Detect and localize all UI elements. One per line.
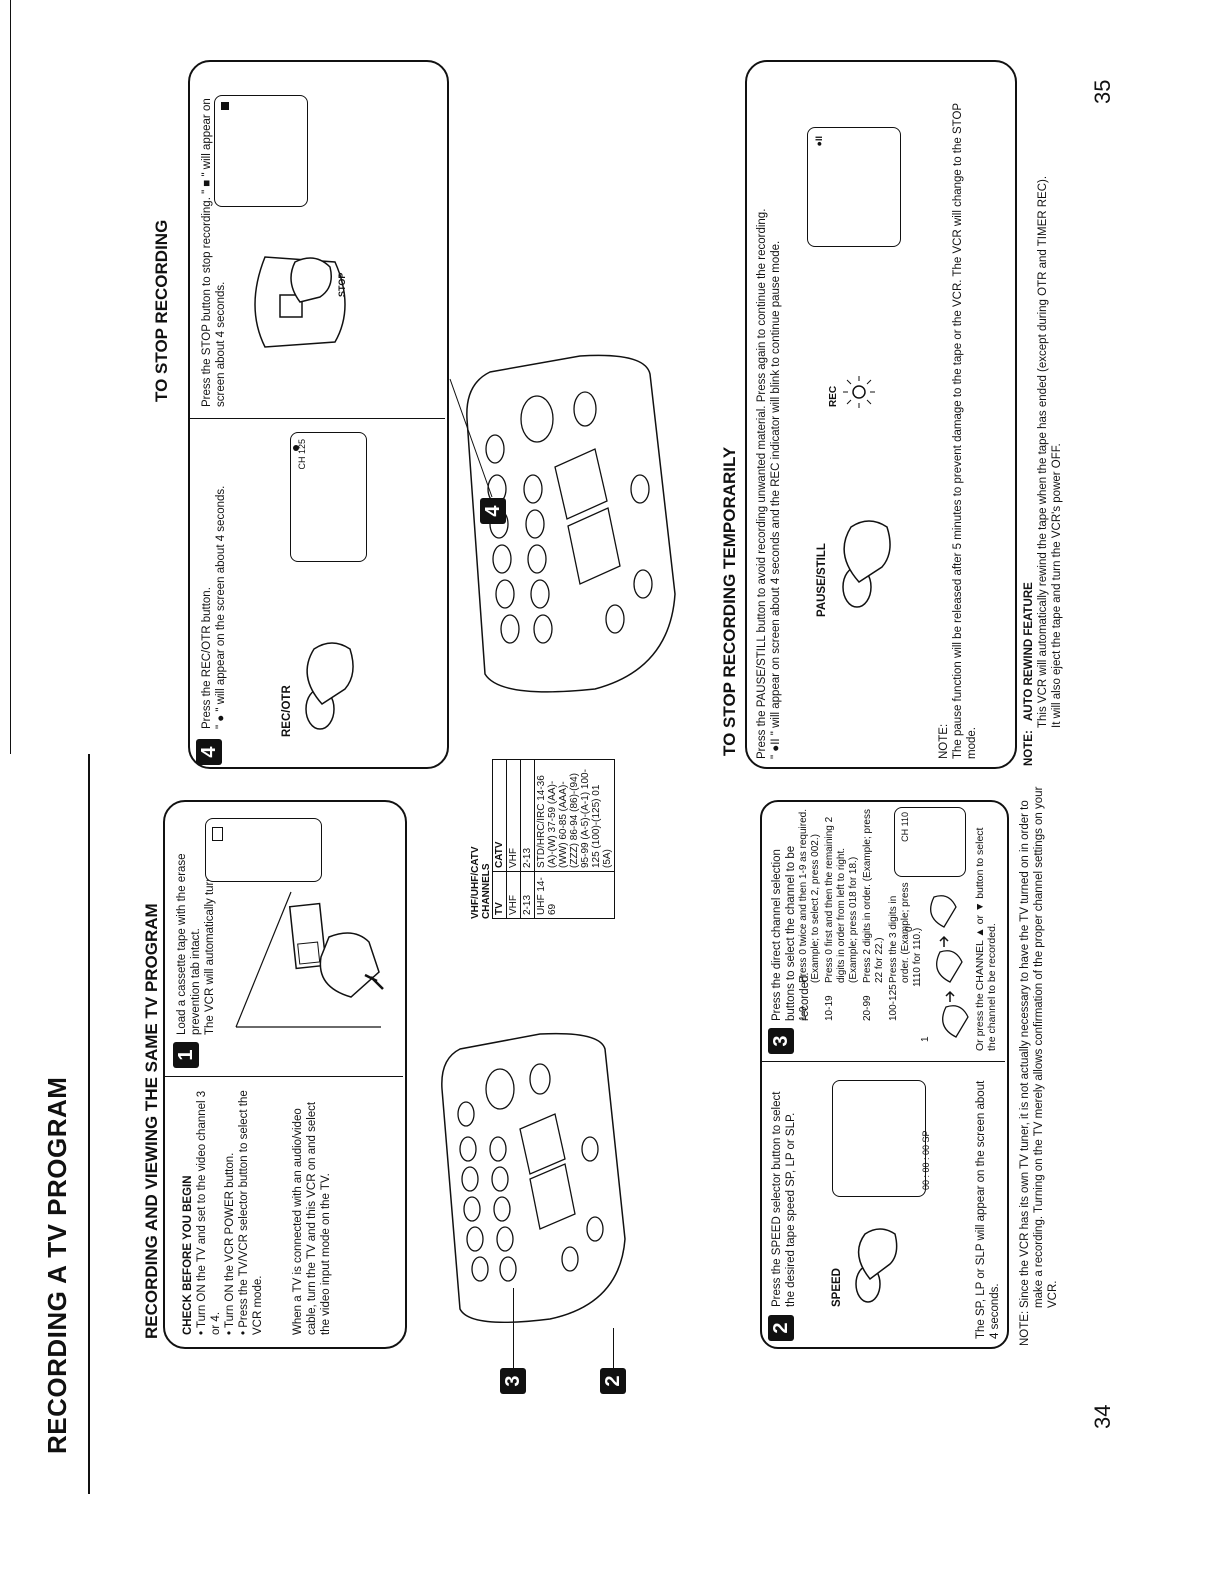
note-label: NOTE: bbox=[938, 723, 950, 759]
cassette-insert-icon bbox=[235, 891, 384, 1028]
note-label: NOTE: bbox=[1023, 730, 1035, 766]
divider bbox=[190, 418, 445, 419]
page-number: 35 bbox=[1090, 79, 1115, 104]
title-rule bbox=[88, 754, 90, 1494]
header-cell: CATV bbox=[492, 759, 507, 872]
cell: VHF bbox=[506, 759, 521, 872]
note-text: Since the VCR has its own TV tuner, it i… bbox=[1019, 786, 1059, 1308]
hand-press-icon bbox=[305, 642, 354, 730]
tv-screen-icon: CH 125 bbox=[290, 432, 367, 562]
check-item: • Turn ON the VCR POWER button. bbox=[224, 1152, 236, 1335]
screen-readout: CH 110 bbox=[900, 812, 910, 842]
digit-label: 1 bbox=[912, 981, 923, 987]
hand-press-icon bbox=[930, 895, 969, 1038]
table-title: VHF/UHF/CATV CHANNELS bbox=[470, 846, 492, 919]
step1-instruction: Load a cassette tape with the erase prev… bbox=[176, 853, 202, 1035]
hand-press-icon bbox=[254, 256, 346, 348]
check-section: CHECK BEFORE YOU BEGIN • Turn ON the TV … bbox=[181, 1085, 333, 1335]
hand-press-icon bbox=[842, 520, 891, 608]
step-number: 2 bbox=[768, 1315, 794, 1341]
callout-line bbox=[449, 378, 493, 498]
table-row: UHF 14-69 STD/HRC/IRC 14-36 (A)-(W) 37-5… bbox=[534, 759, 615, 919]
header-cell: TV bbox=[492, 871, 507, 919]
page-number: 34 bbox=[1090, 1404, 1115, 1429]
step-number: 4 bbox=[196, 739, 222, 765]
digit-label: 0 bbox=[904, 926, 915, 932]
table-row: TV CATV bbox=[492, 759, 507, 919]
digit-sequence: 1 1 0 bbox=[904, 877, 970, 1047]
tv-screen-icon bbox=[205, 818, 322, 882]
check-item: • Turn ON the TV and set to the video ch… bbox=[196, 1090, 222, 1335]
callout-line bbox=[613, 1328, 614, 1368]
record-dot-icon bbox=[293, 445, 299, 451]
hand-press-icon bbox=[855, 1228, 898, 1303]
note-text: The pause function will be released afte… bbox=[952, 103, 978, 759]
cell: 2-13 bbox=[520, 759, 535, 872]
stop-label: STOP bbox=[337, 272, 347, 297]
callout-number: 4 bbox=[480, 498, 506, 524]
divider bbox=[762, 1061, 1005, 1062]
step4-instruction: Press the REC/OTR button. bbox=[201, 587, 213, 729]
auto-rewind-heading: AUTO REWIND FEATURE bbox=[1023, 582, 1035, 722]
step2-text: Press the SPEED selector button to selec… bbox=[771, 1091, 797, 1307]
cell: 2-13 bbox=[520, 871, 535, 919]
tv-screen-icon: 00 : 00 : 00 SP bbox=[832, 1080, 931, 1197]
pause-instruction: Press the PAUSE/STILL button to avoid re… bbox=[756, 208, 768, 759]
tv-screen-icon bbox=[214, 95, 308, 207]
check-step1-panel: CHECK BEFORE YOU BEGIN • Turn ON the TV … bbox=[163, 800, 407, 1349]
pause-indicator-icon: ●II bbox=[814, 136, 824, 147]
auto-rewind-text2: It will also eject the tape and turn the… bbox=[1051, 443, 1063, 728]
callout-line bbox=[513, 1288, 514, 1368]
av-note: When a TV is connected with an audio/vid… bbox=[292, 1101, 332, 1335]
divider bbox=[165, 1076, 403, 1077]
tv-screen-icon: ●II bbox=[807, 127, 901, 247]
step2-footer: The SP, LP or SLP will appear on the scr… bbox=[975, 1080, 1001, 1339]
callout-number: 2 bbox=[600, 1368, 626, 1394]
cell: UHF 14-69 bbox=[534, 871, 615, 919]
pause-title: TO STOP RECORDING TEMPORARILY bbox=[720, 446, 739, 756]
tv-screen-icon: CH 110 bbox=[894, 807, 966, 877]
step-number: 1 bbox=[173, 1042, 199, 1068]
screen-readout: CH 125 bbox=[297, 439, 307, 470]
step-number: 3 bbox=[768, 1028, 794, 1054]
table-row: VHF VHF bbox=[506, 759, 521, 919]
check-heading: CHECK BEFORE YOU BEGIN bbox=[182, 1175, 194, 1335]
stop-title: TO STOP RECORDING bbox=[152, 219, 171, 402]
note-block: NOTE: Since the VCR has its own TV tuner… bbox=[1018, 786, 1060, 1346]
pause-note-block: NOTE: The pause function will be release… bbox=[937, 69, 979, 759]
cell: STD/HRC/IRC 14-36 (A)-(W) 37-59 (AA)-(WW… bbox=[534, 759, 615, 872]
rec-indicator-icon bbox=[843, 376, 875, 408]
channel-grid: TV CATV VHF VHF 2-13 2-13 UHF 14-69 STD/… bbox=[492, 759, 615, 919]
table-row: 2-13 2-13 bbox=[520, 759, 535, 919]
stop-square-icon bbox=[221, 102, 229, 110]
remote-control-icon bbox=[466, 354, 676, 693]
page-rule bbox=[10, 0, 11, 754]
screen-readout: 00 : 00 : 00 SP bbox=[921, 1130, 931, 1190]
pause-panel: Press the PAUSE/STILL button to avoid re… bbox=[745, 60, 1017, 769]
auto-rewind-note: NOTE: AUTO REWIND FEATURE This VCR will … bbox=[1022, 66, 1064, 766]
cell: VHF bbox=[506, 871, 521, 919]
remote-control-icon bbox=[441, 1032, 626, 1324]
pause-note: " ●II " will appear on screen about 4 se… bbox=[770, 240, 782, 759]
step4-note: " ● " will appear on the screen about 4 … bbox=[215, 485, 227, 729]
note-label: NOTE: bbox=[1019, 1310, 1031, 1346]
step3-footer: Or press the CHANNEL ▲ or ▼ button to se… bbox=[974, 827, 998, 1051]
channel-table: VHF/UHF/CATV CHANNELS TV CATV VHF VHF 2-… bbox=[470, 759, 615, 919]
step4-stop-panel: 4 Press the REC/OTR button. " ● " will a… bbox=[152, 60, 449, 769]
step4-text: Press the REC/OTR button. " ● " will app… bbox=[200, 429, 228, 729]
callout-number: 3 bbox=[500, 1368, 526, 1394]
check-item: • Press the TV/VCR selector button to se… bbox=[238, 1090, 264, 1335]
cassette-indicator-icon bbox=[212, 827, 223, 841]
auto-rewind-text: This VCR will automatically rewind the t… bbox=[1037, 175, 1049, 728]
step2-step3-panel: 2 Press the SPEED selector button to sel… bbox=[760, 800, 1009, 1349]
section-title: RECORDING AND VIEWING THE SAME TV PROGRA… bbox=[142, 903, 161, 1339]
pause-text: Press the PAUSE/STILL button to avoid re… bbox=[755, 69, 783, 759]
page-title: RECORDING A TV PROGRAM bbox=[42, 1076, 72, 1454]
